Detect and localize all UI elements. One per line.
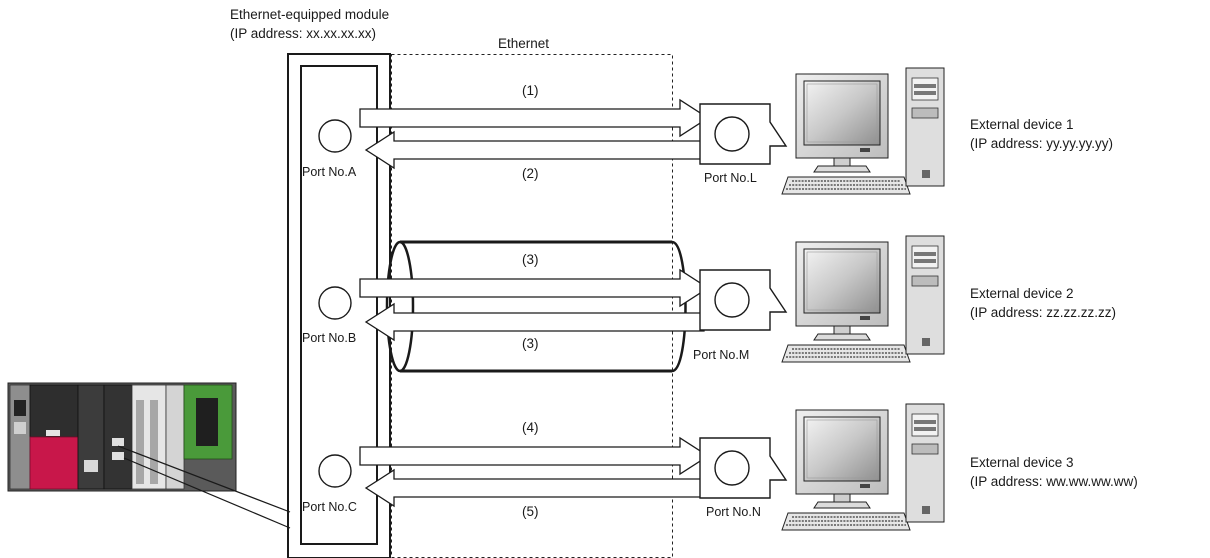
leader-line-top: [117, 445, 291, 513]
arrow-4: [359, 436, 710, 476]
arrow-3-in: [364, 302, 705, 342]
port-l-label: Port No.L: [704, 171, 757, 185]
leader-line-bottom: [123, 457, 291, 529]
flow-label-4: (4): [522, 420, 539, 435]
port-b-label: Port No.B: [302, 331, 357, 345]
flow-label-3-in: (3): [522, 336, 539, 351]
port-b-circle: [318, 286, 352, 320]
arrow-3-out: [359, 268, 710, 308]
module-title: Ethernet-equipped module: [230, 7, 390, 22]
device-1-name: External device 1: [970, 117, 1074, 132]
port-a-label: Port No.A: [302, 165, 357, 179]
external-device-1-pc: [781, 67, 945, 195]
port-m-label: Port No.M: [693, 348, 750, 362]
device-2-name: External device 2: [970, 286, 1074, 301]
ethernet-label: Ethernet: [498, 36, 550, 51]
flow-label-3-out: (3): [522, 252, 539, 267]
port-c-circle: [318, 454, 352, 488]
port-l-circle: [714, 116, 750, 152]
device-1-ip: (IP address: yy.yy.yy.yy): [970, 136, 1114, 151]
external-device-2-pc: [781, 235, 945, 363]
port-n-circle: [714, 450, 750, 486]
plc-rack: [7, 382, 237, 492]
external-device-3-pc: [781, 403, 945, 531]
device-2-ip: (IP address: zz.zz.zz.zz): [970, 305, 1117, 320]
port-a-circle: [318, 119, 352, 153]
arrow-2: [364, 130, 705, 170]
flow-label-2: (2): [522, 166, 539, 181]
flow-label-5: (5): [522, 504, 539, 519]
arrow-5: [364, 468, 705, 508]
port-n-label: Port No.N: [706, 505, 761, 519]
flow-label-1: (1): [522, 83, 539, 98]
port-m-circle: [714, 282, 750, 318]
port-c-label: Port No.C: [302, 500, 357, 514]
device-3-name: External device 3: [970, 455, 1074, 470]
device-3-ip: (IP address: ww.ww.ww.ww): [970, 474, 1138, 489]
connection-cylinder: [385, 240, 687, 373]
arrow-1: [359, 98, 710, 138]
module-ip: (IP address: xx.xx.xx.xx): [230, 26, 377, 41]
